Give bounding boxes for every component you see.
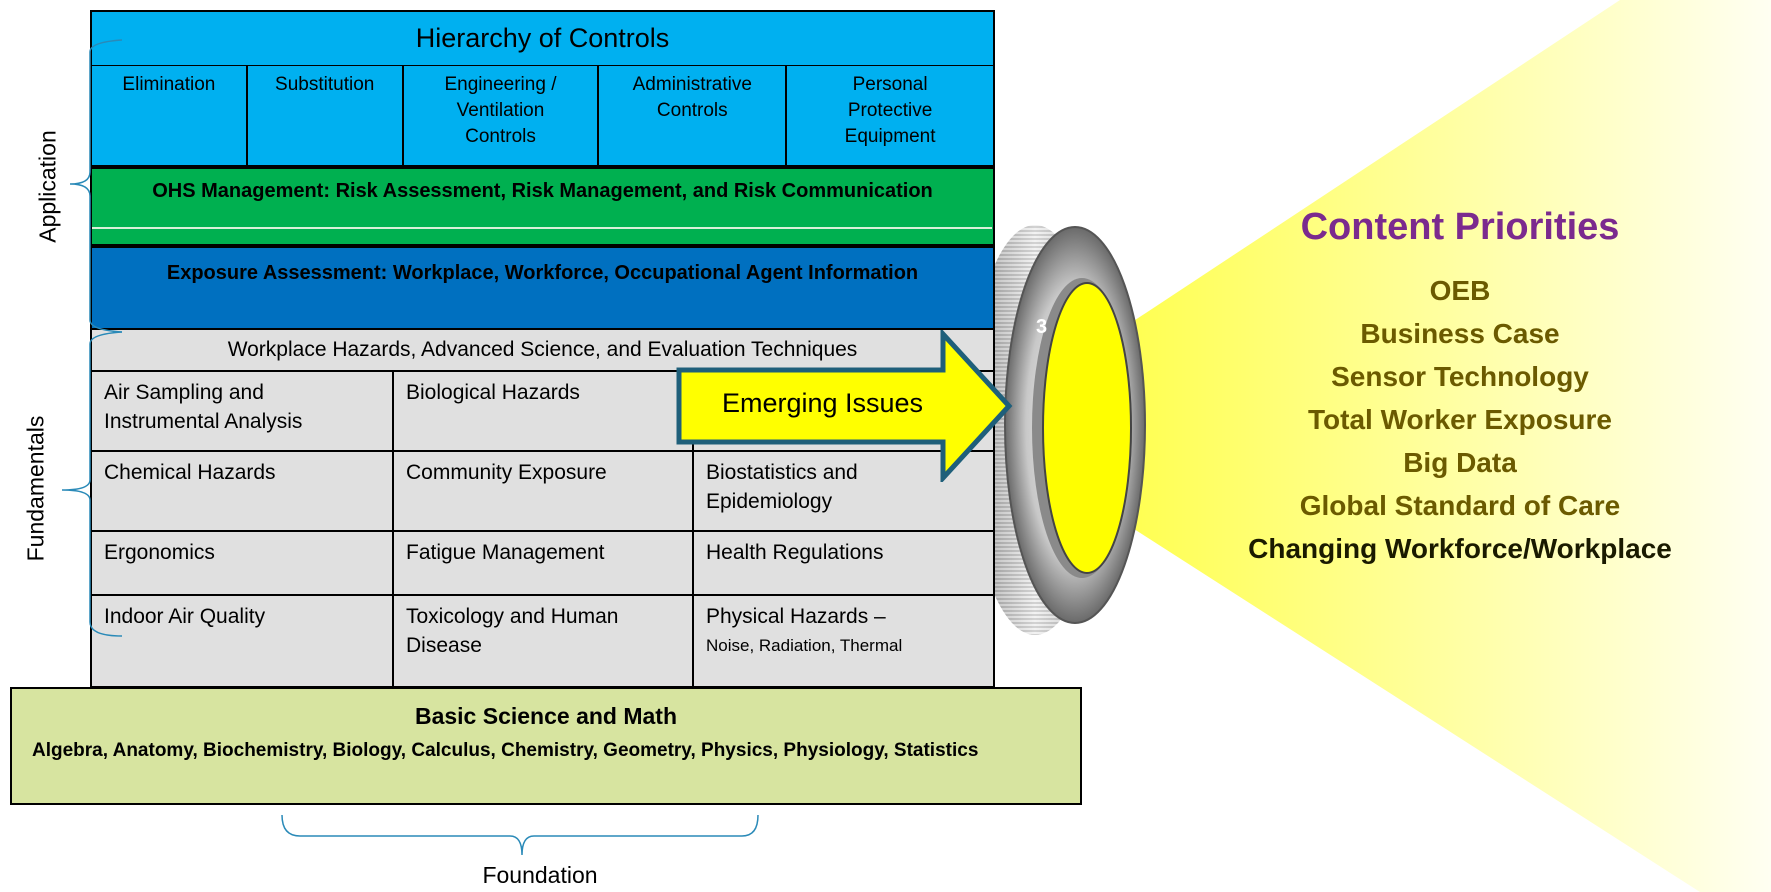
emerging-issues-label: Emerging Issues bbox=[721, 388, 924, 418]
control-administrative: Administrative Controls bbox=[599, 66, 788, 167]
control-elimination: Elimination bbox=[90, 66, 248, 167]
physical-hazards-label: Physical Hazards – bbox=[706, 605, 886, 628]
topic-toxicology: Toxicology and Human Disease bbox=[392, 594, 692, 686]
priority-item: Business Case bbox=[1360, 318, 1560, 349]
topic-chemical-hazards: Chemical Hazards bbox=[92, 450, 392, 530]
application-label: Application bbox=[34, 130, 61, 243]
priority-item: Big Data bbox=[1403, 447, 1517, 478]
foundation-label: Foundation bbox=[482, 862, 598, 888]
emerging-issues-arrow bbox=[676, 330, 1013, 482]
fundamentals-label: Fundamentals bbox=[22, 415, 49, 562]
ohs-management-band: OHS Management: Risk Assessment, Risk Ma… bbox=[90, 167, 995, 246]
basic-science-box: Basic Science and Math Algebra, Anatomy,… bbox=[10, 687, 1082, 805]
topic-physical-hazards: Physical Hazards – Noise, Radiation, The… bbox=[692, 594, 993, 686]
priority-item: Global Standard of Care bbox=[1299, 490, 1621, 521]
beam-cone bbox=[1120, 0, 1771, 892]
topic-air-sampling: Air Sampling and Instrumental Analysis bbox=[92, 370, 392, 450]
control-substitution: Substitution bbox=[247, 66, 404, 167]
topic-community-exposure: Community Exposure bbox=[392, 450, 692, 530]
topic-biological-hazards: Biological Hazards bbox=[392, 370, 692, 450]
priority-item: Sensor Technology bbox=[1331, 361, 1589, 392]
topic-health-regulations: Health Regulations bbox=[692, 530, 993, 594]
lens-icon bbox=[967, 225, 1146, 635]
control-ppe: Personal Protective Equipment bbox=[787, 66, 995, 167]
priority-item: Changing Workforce/Workplace bbox=[1248, 533, 1672, 564]
exposure-assessment-band: Exposure Assessment: Workplace, Workforc… bbox=[90, 246, 995, 330]
basic-science-subjects: Algebra, Anatomy, Biochemistry, Biology,… bbox=[32, 740, 979, 761]
controls-row: Elimination Substitution Engineering / V… bbox=[90, 66, 995, 167]
workplace-hazards-header: Workplace Hazards, Advanced Science, and… bbox=[90, 330, 995, 370]
ohs-divider bbox=[92, 227, 992, 229]
priority-item: Total Worker Exposure bbox=[1308, 404, 1612, 435]
topic-fatigue-management: Fatigue Management bbox=[392, 530, 692, 594]
lens-number: 3 bbox=[1036, 316, 1048, 338]
physical-hazards-sub: Noise, Radiation, Thermal bbox=[706, 636, 903, 655]
topic-ergonomics: Ergonomics bbox=[92, 530, 392, 594]
basic-science-title: Basic Science and Math bbox=[414, 703, 678, 729]
content-priorities-title: Content Priorities bbox=[1300, 206, 1620, 248]
priority-item: OEB bbox=[1429, 275, 1491, 306]
control-engineering: Engineering / Ventilation Controls bbox=[403, 66, 600, 167]
hierarchy-title: Hierarchy of Controls bbox=[90, 10, 995, 67]
topic-biostatistics: Biostatistics and Epidemiology bbox=[692, 450, 993, 530]
fundamentals-grid: Air Sampling and Instrumental Analysis B… bbox=[90, 370, 995, 688]
topic-indoor-air-quality: Indoor Air Quality bbox=[92, 594, 392, 686]
